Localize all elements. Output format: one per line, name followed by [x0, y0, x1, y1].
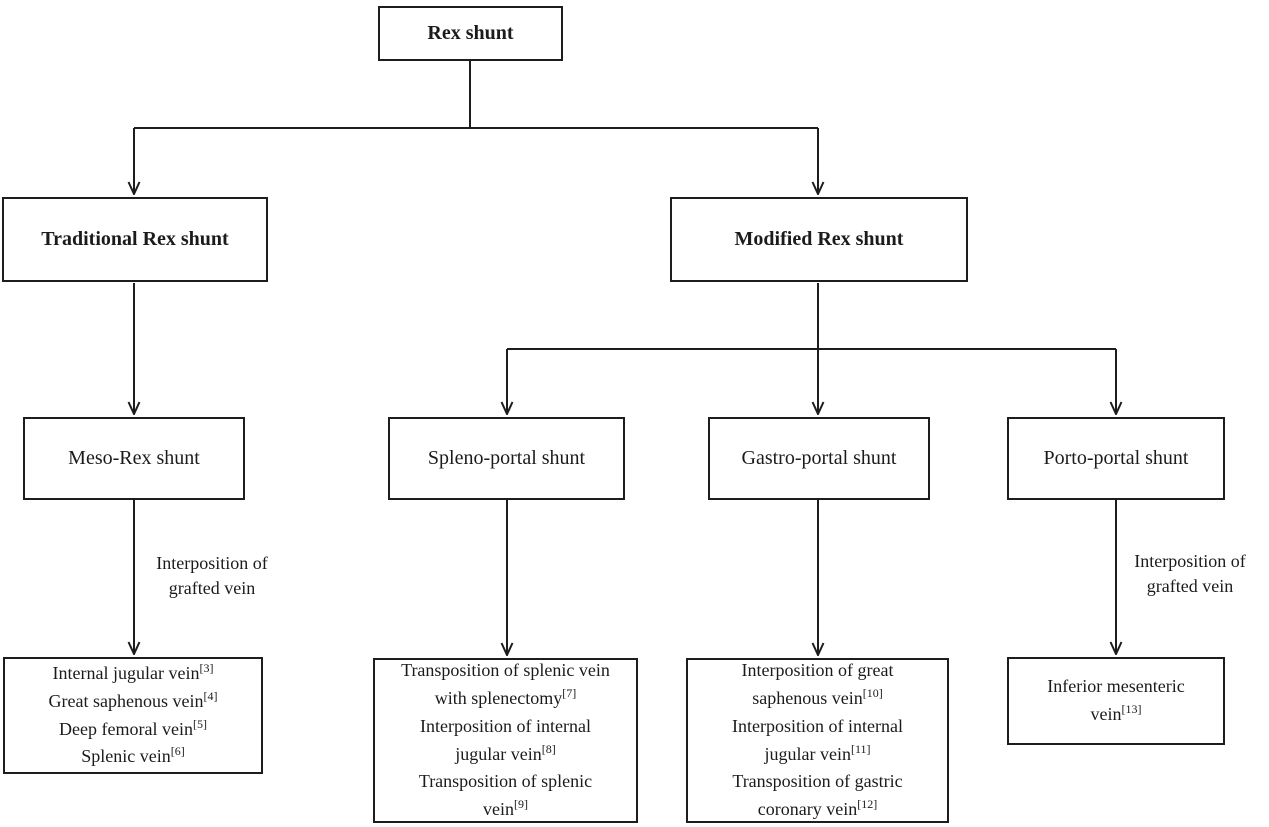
citation-ref: [12]: [857, 797, 878, 812]
node-gastro-procedures: Interposition of great saphenous vein[10…: [686, 658, 949, 823]
node-label: Rex shunt: [427, 22, 514, 44]
edge-label-interposition-left: Interposition of grafted vein: [156, 553, 268, 599]
citation-ref: [6]: [170, 744, 185, 759]
list-item: Inferior mesenteric vein[13]: [1047, 676, 1185, 724]
edge-label-interposition-right: Interposition of grafted vein: [1134, 551, 1246, 597]
node-label: Modified Rex shunt: [734, 228, 904, 250]
node-label: Meso-Rex shunt: [68, 447, 200, 469]
list-item: Interposition of internal jugular vein[8…: [420, 715, 591, 764]
vein-list: Inferior mesenteric vein[13]: [1009, 673, 1223, 729]
node-meso-graft-veins: Internal jugular vein[3] Great saphenous…: [3, 657, 263, 774]
citation-ref: [11]: [850, 741, 871, 756]
procedure-list: Transposition of splenic vein with splen…: [375, 657, 636, 824]
node-porto-portal-shunt: Porto-portal shunt: [1007, 417, 1225, 500]
citation-ref: [9]: [514, 797, 528, 812]
list-item: Transposition of splenic vein[9]: [418, 771, 593, 820]
list-item: Internal jugular vein[3]: [52, 660, 214, 683]
node-gastro-portal-shunt: Gastro-portal shunt: [708, 417, 930, 500]
node-porto-graft-vein: Inferior mesenteric vein[13]: [1007, 657, 1225, 745]
citation-ref: [10]: [862, 685, 883, 700]
node-traditional-rex-shunt: Traditional Rex shunt: [2, 197, 268, 282]
node-meso-rex-shunt: Meso-Rex shunt: [23, 417, 245, 500]
list-item: Great saphenous vein[4]: [48, 688, 218, 711]
list-item: Splenic vein[6]: [81, 744, 185, 767]
citation-ref: [13]: [1121, 702, 1142, 716]
node-label: Porto-portal shunt: [1043, 447, 1189, 469]
list-item: Transposition of gastric coronary vein[1…: [732, 771, 903, 820]
list-item: Transposition of splenic vein with splen…: [401, 659, 610, 708]
node-label: Spleno-portal shunt: [427, 447, 586, 469]
vein-list: Internal jugular vein[3] Great saphenous…: [5, 660, 261, 772]
citation-ref: [3]: [199, 660, 214, 675]
node-label: Gastro-portal shunt: [741, 447, 897, 469]
list-item: Interposition of great saphenous vein[10…: [741, 659, 894, 708]
procedure-list: Interposition of great saphenous vein[10…: [688, 657, 947, 824]
citation-ref: [8]: [541, 741, 556, 756]
node-rex-shunt: Rex shunt: [378, 6, 563, 61]
list-item: Deep femoral vein[5]: [59, 716, 207, 739]
citation-ref: [5]: [192, 716, 207, 731]
citation-ref: [4]: [203, 688, 218, 703]
citation-ref: [7]: [562, 685, 577, 700]
node-spleno-procedures: Transposition of splenic vein with splen…: [373, 658, 638, 823]
node-spleno-portal-shunt: Spleno-portal shunt: [388, 417, 625, 500]
node-label: Traditional Rex shunt: [41, 228, 229, 250]
list-item: Interposition of internal jugular vein[1…: [732, 715, 903, 764]
node-modified-rex-shunt: Modified Rex shunt: [670, 197, 968, 282]
